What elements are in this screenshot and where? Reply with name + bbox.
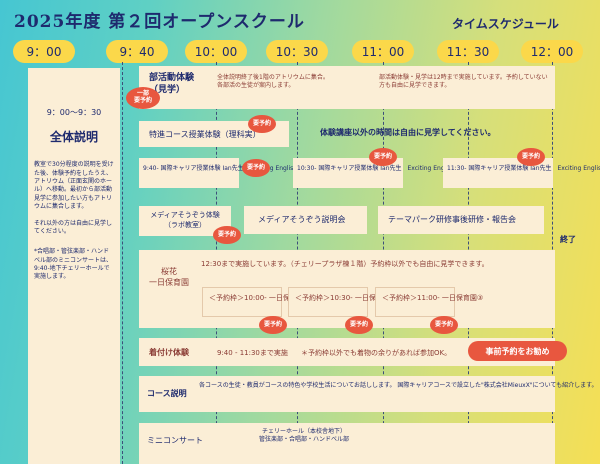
career-trial-2-text: 10:30- 国際キャリア授業体験 Ian先生 Exciting English…	[297, 165, 461, 172]
reservation-required-badge: 要予約	[517, 148, 545, 166]
page-subtitle: タイムスケジュール	[452, 17, 559, 31]
themepark-label: テーマパーク研修事後研修・報告会	[388, 215, 516, 224]
mini-concert-note: チェリーホール（本校舎地下） 管弦楽部・合唱部・ハンドベル部	[258, 428, 349, 444]
club-activity-note-2: 部活動体験・見学は12時まで実施しています。予約していない方も自由に見学できます…	[379, 74, 548, 90]
media-trial-label: メディアそうぞう体験 （ラボ教室）	[150, 211, 220, 230]
nursery-slot-3: ＜予約枠＞11:00- 一日保育園③	[375, 287, 483, 317]
timeline-divider	[122, 62, 123, 464]
end-label: 終了	[560, 235, 576, 244]
kimono-label: 着付け体験	[149, 348, 189, 357]
reservation-required-badge: 要予約	[430, 316, 458, 334]
mini-concert-block: ミニコンサート チェリーホール（本校舎地下） 管弦楽部・合唱部・ハンドベル部	[139, 423, 555, 464]
time-slot-0900: 9：00	[13, 40, 75, 63]
time-slot-1100: 11：00	[352, 40, 414, 63]
advance-reservation-badge: 事前予約をお勧め	[468, 341, 567, 361]
nursery-slot-2-text: ＜予約枠＞10:30- 一日保育園②	[295, 294, 397, 302]
career-trial-1-text: 9:40- 国際キャリア授業体験 Ian先生 Exciting English①	[143, 165, 303, 172]
career-trial-1: 9:40- 国際キャリア授業体験 Ian先生 Exciting English①	[139, 158, 303, 188]
club-activity-note: 全体説明終了後1階のアトリウムに集合。 各部活の生徒が案内します。	[217, 74, 329, 90]
overview-free-visit: それ以外の方は自由に見学してください。	[34, 219, 113, 235]
course-briefing-block: コース説明 各コースの生徒・教員がコースの特色や学校生活についてお話しします。 …	[139, 376, 598, 412]
media-briefing-block: メディアそうぞう説明会	[244, 206, 367, 234]
club-activity-block: 部活動体験 （見学） 全体説明終了後1階のアトリウムに集合。 各部活の生徒が案内…	[139, 66, 555, 109]
nursery-slot-1-text: ＜予約枠＞10:00- 一日保育園①	[209, 294, 311, 302]
mini-concert-label: ミニコンサート	[147, 436, 203, 445]
course-briefing-note: 各コースの生徒・教員がコースの特色や学校生活についてお話しします。 国際キャリア…	[199, 382, 598, 389]
reservation-required-badge: 要予約	[259, 316, 287, 334]
overview-concert-note: *合唱部・管弦楽部・ハンドベル部のミニコンサートは、9:40-地下チェリーホール…	[34, 248, 113, 281]
time-slot-0940: 9：40	[106, 40, 168, 63]
time-slot-1200: 12：00	[521, 40, 583, 63]
media-briefing-label: メディアそうぞう説明会	[258, 215, 346, 224]
free-visit-note: 体験講座以外の時間は自由に見学してください。	[320, 128, 496, 137]
reservation-required-badge: 要予約	[248, 115, 276, 133]
nursery-slot-3-text: ＜予約枠＞11:00- 一日保育園③	[382, 294, 484, 302]
special-course-label: 特進コース授業体験（理科実）	[149, 130, 261, 139]
themepark-block: テーマパーク研修事後研修・報告会	[378, 206, 544, 234]
page-title: 2025年度 第２回オープンスクール	[14, 12, 305, 32]
overview-description: 教室で30分程度の説明を受けた後、体験予約をしたうえ、アトリウム（正面玄関のホー…	[34, 161, 114, 211]
overview-panel: 9：00～9：30 全体説明 教室で30分程度の説明を受けた後、体験予約をしたう…	[28, 68, 120, 464]
nursery-slot-2: ＜予約枠＞10:30- 一日保育園②	[288, 287, 396, 317]
club-activity-title: 部活動体験 （見学）	[149, 73, 195, 96]
time-slot-1130: 11：30	[437, 40, 499, 63]
overview-heading: 全体説明	[49, 130, 98, 145]
reservation-required-badge: 要予約	[345, 316, 373, 334]
course-briefing-label: コース説明	[147, 389, 187, 398]
reservation-required-badge: 一部 要予約	[126, 87, 160, 109]
reservation-required-badge: 要予約	[213, 226, 241, 244]
media-trial-block: メディアそうぞう体験 （ラボ教室）	[139, 206, 231, 236]
time-slot-1030: 10：30	[266, 40, 328, 63]
reservation-required-badge: 要予約	[369, 148, 397, 166]
nursery-note: 12:30まで実施しています。（チェリープラザ棟１階）予約枠以外でも自由に見学で…	[201, 260, 489, 268]
time-slot-1000: 10：00	[185, 40, 247, 63]
kimono-time: 9:40 - 11:30まで実施	[217, 349, 288, 357]
overview-time: 9：00～9：30	[46, 108, 102, 117]
reservation-required-badge: 要予約	[242, 159, 270, 177]
nursery-slot-1: ＜予約枠＞10:00- 一日保育園①	[202, 287, 310, 317]
career-trial-3-text: 11:30- 国際キャリア授業体験 Ian先生 Exciting English…	[447, 165, 600, 172]
nursery-label: 桜花 一日保育園	[149, 267, 189, 288]
kimono-note: ＊予約枠以外でも着物の余りがあれば参加OK。	[301, 349, 452, 357]
